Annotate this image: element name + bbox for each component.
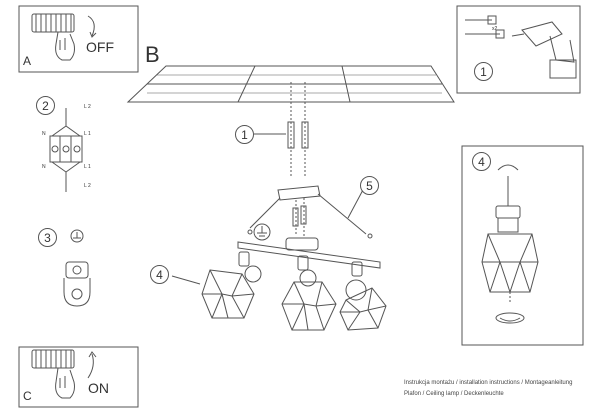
- panel-c-frame: [18, 346, 139, 408]
- caption-line-2: Plafon / Ceiling lamp / Deckenleuchte: [404, 391, 504, 397]
- callout-1-kit: 1: [474, 62, 493, 81]
- wire-l2-top: L 2: [84, 104, 91, 110]
- drill-icon: [511, 21, 577, 79]
- callout-3: 3: [38, 228, 57, 247]
- panel-c-letter: C: [23, 389, 32, 403]
- callout-4-main: 4: [150, 265, 169, 284]
- ground-icon: [253, 223, 271, 241]
- kit-count: x2: [492, 26, 498, 32]
- lamp-bar: [237, 237, 381, 277]
- off-label: OFF: [86, 39, 114, 55]
- screw-icon: [465, 15, 505, 39]
- detail-lamp: [481, 164, 539, 324]
- switch-on-icon: [31, 349, 97, 399]
- switch-off-icon: [31, 13, 97, 61]
- wall-plugs: [287, 82, 309, 178]
- mounting-bracket: [247, 185, 373, 239]
- callout-2: 2: [36, 96, 55, 115]
- panel-a-letter: A: [23, 54, 32, 68]
- cage-shade-right: [339, 279, 387, 331]
- leader-4: [171, 275, 201, 285]
- wire-l2-bottom: L 2: [84, 183, 91, 189]
- caption-line-1: Instrukcja montażu / installation instru…: [404, 380, 573, 386]
- wire-n-bottom: N: [42, 164, 46, 170]
- wire-n-top: N: [42, 131, 46, 137]
- panel-detail-frame: [461, 145, 584, 346]
- cage-shade-left: [201, 265, 262, 319]
- wire-l1-top: L 1: [84, 131, 91, 137]
- wire-l1-bottom: L 1: [84, 164, 91, 170]
- panel-kit-frame: [456, 5, 581, 94]
- on-label: ON: [88, 380, 109, 396]
- section-b-letter: B: [145, 42, 160, 67]
- callout-5: 5: [360, 176, 379, 195]
- callout-1-main: 1: [235, 125, 254, 144]
- wiring-diagram: [49, 108, 83, 192]
- callout-4-detail: 4: [472, 152, 491, 171]
- ceiling-grid: [126, 65, 455, 103]
- panel-a-frame: [18, 5, 139, 73]
- cage-shade-middle: [281, 269, 337, 331]
- ground-terminal: [63, 229, 91, 307]
- leader-5: [347, 187, 365, 219]
